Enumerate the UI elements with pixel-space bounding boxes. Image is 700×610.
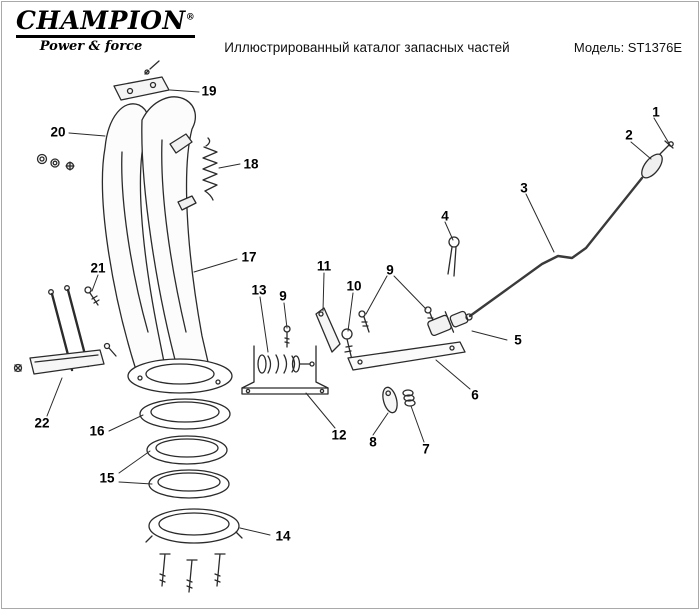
- part-callout-5: 5: [514, 332, 522, 348]
- part-callout-9b: 9: [386, 262, 394, 278]
- part-callout-3: 3: [520, 180, 528, 196]
- eye-bolt-drawing: [341, 328, 353, 361]
- brand-tagline: Power & force: [39, 39, 143, 54]
- part-callout-12: 12: [331, 427, 347, 443]
- part-callout-14: 14: [275, 528, 291, 544]
- brand-logo: CHAMPION® Power & force: [16, 8, 196, 54]
- worm-bracket-drawing: [241, 345, 329, 395]
- part-callout-18: 18: [243, 156, 259, 172]
- part-callout-1: 1: [652, 104, 660, 120]
- part-callout-9a: 9: [279, 288, 287, 304]
- part-callout-6: 6: [471, 387, 479, 403]
- bolt-9-drawing: [283, 306, 437, 348]
- part-callout-15: 15: [99, 470, 115, 486]
- crank-rod-drawing: [465, 140, 674, 321]
- cotter-pin-drawing: [447, 236, 460, 277]
- part-callout-7: 7: [422, 441, 430, 457]
- page-title: Иллюстрированный каталог запасных частей: [224, 40, 510, 55]
- model-label: Модель: ST1376E: [573, 40, 682, 55]
- disc-and-spring-drawing: [382, 386, 416, 414]
- top-bracket-drawing: [113, 60, 170, 101]
- brand-name: CHAMPION®: [16, 8, 196, 38]
- registered-mark: ®: [185, 12, 196, 23]
- part-callout-8: 8: [369, 434, 377, 450]
- bar-drawing: [347, 341, 466, 371]
- ring-16-drawing: [139, 398, 231, 430]
- coupler-drawing: [427, 310, 469, 337]
- spring-drawing: [202, 137, 218, 201]
- part-callout-4: 4: [441, 208, 449, 224]
- part-callout-19: 19: [201, 83, 217, 99]
- washer-set-drawing: [36, 153, 75, 171]
- part-callout-2: 2: [625, 127, 633, 143]
- part-callout-16: 16: [89, 423, 105, 439]
- chute-column-drawing: [101, 96, 233, 394]
- support-rods-drawing: [13, 285, 117, 375]
- part-callout-22: 22: [34, 415, 50, 431]
- lever-drawing: [315, 307, 341, 353]
- part-callout-11: 11: [316, 258, 332, 274]
- ring-pair-drawing: [146, 435, 230, 499]
- part-callout-20: 20: [50, 124, 66, 140]
- ring-14-drawing: [145, 508, 243, 544]
- part-callout-13: 13: [251, 282, 267, 298]
- bolt-set-drawing: [159, 553, 226, 593]
- callout-leader-lines: [46, 89, 671, 536]
- part-callout-17: 17: [241, 249, 257, 265]
- part-callout-21: 21: [90, 260, 106, 276]
- part-callout-10: 10: [346, 278, 362, 294]
